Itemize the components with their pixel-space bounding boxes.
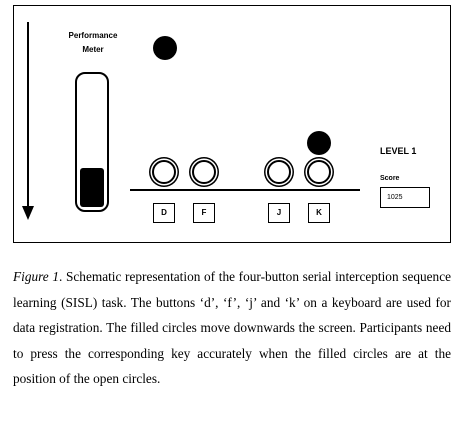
figure-caption: Figure 1. Schematic representation of th… (13, 264, 451, 392)
performance-meter-title-line1: Performance (68, 31, 118, 40)
baseline (130, 189, 360, 191)
performance-meter (75, 72, 109, 212)
key-k: K (308, 203, 330, 223)
score-label: Score (380, 175, 400, 182)
performance-meter-fill (80, 168, 104, 207)
down-arrow-icon (22, 22, 34, 220)
target-circle-j (267, 160, 291, 184)
performance-meter-title: Performance Meter (58, 29, 128, 57)
key-f: F (193, 203, 215, 223)
falling-circle-d (153, 36, 177, 60)
falling-circle-k (307, 131, 331, 155)
figure-label: Figure 1 (13, 269, 60, 284)
level-label: LEVEL 1 (380, 146, 417, 156)
figure-panel (13, 5, 451, 243)
caption-text: . Schematic representation of the four-b… (13, 269, 451, 387)
score-value: 1025 (380, 187, 430, 208)
target-circle-f (192, 160, 216, 184)
key-d: D (153, 203, 175, 223)
key-j: J (268, 203, 290, 223)
performance-meter-title-line2: Meter (82, 45, 104, 54)
target-circle-d (152, 160, 176, 184)
target-circle-k (307, 160, 331, 184)
